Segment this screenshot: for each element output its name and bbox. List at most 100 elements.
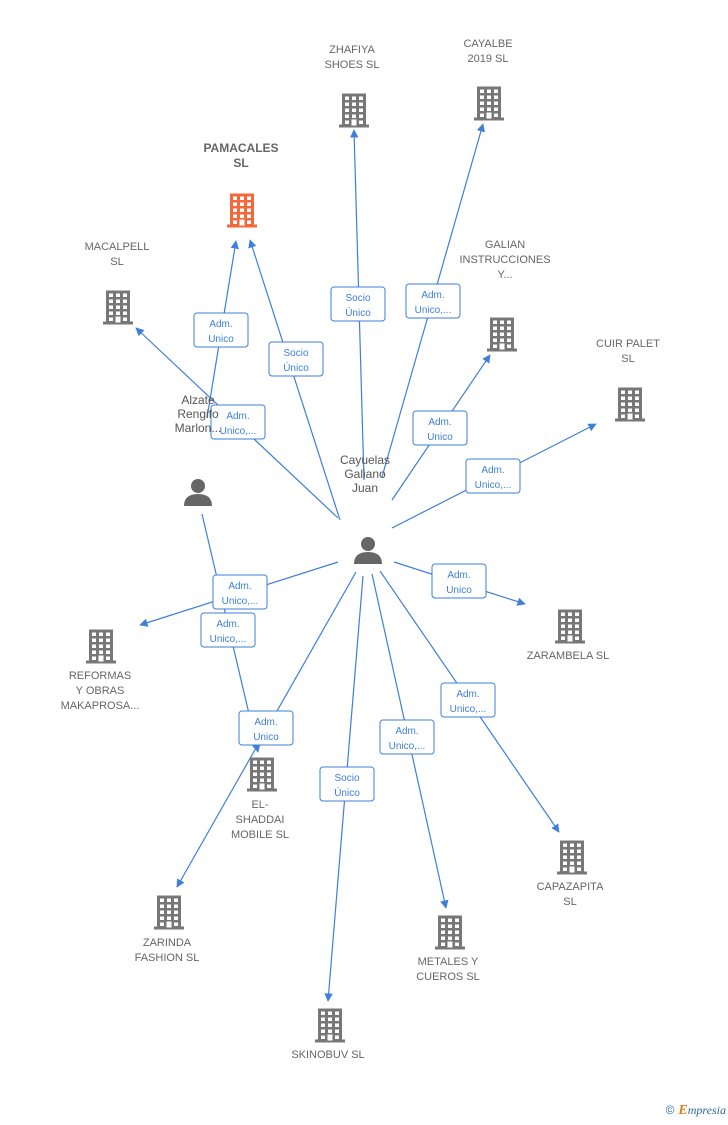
building-window — [441, 918, 445, 922]
building-window — [174, 922, 178, 926]
edge-label-text: Unico,... — [222, 596, 259, 607]
building-base — [103, 321, 133, 325]
node-label-cuirpalet: CUIR PALET — [596, 338, 660, 350]
building-icon — [474, 86, 504, 121]
edge-label-zarambela[interactable]: Adm.Unico — [431, 563, 487, 599]
building-window — [575, 624, 579, 628]
building-window — [99, 650, 103, 654]
building-window — [123, 299, 127, 303]
node-label-zarinda: ZARINDA — [143, 937, 192, 949]
building-window — [570, 855, 574, 859]
edge-label-box[interactable] — [412, 410, 468, 446]
building-window — [621, 402, 625, 406]
building-base — [615, 418, 645, 422]
edge-cayuelas-to-pamacales — [248, 239, 341, 521]
edge-label-box[interactable] — [193, 312, 249, 348]
building-window — [448, 936, 452, 940]
edge-label-box[interactable] — [268, 341, 324, 377]
building-window — [92, 656, 96, 660]
building-window — [260, 778, 264, 782]
edge-label-box[interactable] — [379, 719, 435, 755]
building-base — [474, 117, 504, 121]
edge-label-text: Unico — [446, 585, 472, 596]
building-window — [335, 1035, 339, 1039]
node-zarambela[interactable]: ZARAMBELA SL — [527, 609, 610, 663]
edge-label-box[interactable] — [465, 458, 521, 494]
building-window — [494, 101, 498, 105]
building-window — [92, 632, 96, 636]
building-window — [352, 108, 356, 112]
edge-label-text: Único — [334, 786, 360, 799]
building-window — [267, 760, 271, 764]
edge-label-zarinda[interactable]: Adm.Unico — [238, 710, 294, 746]
edge-label-box[interactable] — [200, 612, 256, 648]
building-window — [92, 650, 96, 654]
building-door — [98, 655, 104, 662]
building-window — [493, 326, 497, 330]
building-window — [570, 861, 574, 865]
edge-label-metales[interactable]: Adm.Unico,... — [379, 719, 435, 755]
building-window — [123, 293, 127, 297]
edge-label-pamacales[interactable]: Adm.Unico — [193, 312, 249, 348]
edge-label-reformas[interactable]: Adm.Unico,... — [212, 574, 268, 610]
node-zarinda[interactable]: ZARINDA FASHION SL — [135, 895, 200, 965]
edge-label-galian[interactable]: Adm.Unico — [412, 410, 468, 446]
edge-label-capazapita[interactable]: Adm.Unico,... — [440, 682, 496, 718]
node-label-cayuelas: Juan — [352, 481, 378, 495]
building-window — [561, 612, 565, 616]
building-window — [345, 108, 349, 112]
edge-label-box[interactable] — [212, 574, 268, 610]
edge-label-box[interactable] — [405, 283, 461, 319]
building-base — [555, 640, 585, 644]
node-label-capazapita: CAPAZAPITA — [537, 881, 604, 893]
building-window — [352, 96, 356, 100]
edge-label-elshaddai[interactable]: Adm.Unico,... — [200, 612, 256, 648]
footer-brand[interactable]: ©Empresia — [666, 1103, 726, 1119]
edge-label-text: Adm. — [395, 726, 418, 737]
building-door — [567, 635, 573, 642]
building-window — [480, 113, 484, 117]
node-label-zarinda: FASHION SL — [135, 952, 200, 964]
building-base — [154, 926, 184, 930]
node-skinobuv[interactable]: SKINOBUV SL — [291, 1008, 365, 1062]
edge-label-box[interactable] — [440, 682, 496, 718]
edge-label-cayalbe[interactable]: Adm.Unico,... — [405, 283, 461, 319]
edge-label-box[interactable] — [330, 286, 386, 322]
edge-label-box[interactable] — [319, 766, 375, 802]
edge-label-cuirpalet[interactable]: Adm.Unico,... — [465, 458, 521, 494]
edge-label-box[interactable] — [238, 710, 294, 746]
building-window — [167, 910, 171, 914]
building-window — [109, 317, 113, 321]
node-galian[interactable]: GALIANINSTRUCCIONESY... — [459, 239, 551, 352]
edge-label-macalpell[interactable]: Adm.Unico,... — [210, 404, 266, 440]
building-window — [240, 208, 244, 212]
node-alzate[interactable]: AlzateRengifoMarlon... — [175, 393, 222, 506]
edge-label-box[interactable] — [210, 404, 266, 440]
building-window — [359, 114, 363, 118]
edge-label-text: Unico,... — [475, 480, 512, 491]
building-door — [569, 866, 575, 873]
building-door — [259, 783, 265, 790]
building-window — [500, 320, 504, 324]
building-window — [106, 656, 110, 660]
building-window — [577, 843, 581, 847]
building-window — [568, 624, 572, 628]
building-window — [563, 861, 567, 865]
edge-label-box[interactable] — [431, 563, 487, 599]
building-window — [494, 113, 498, 117]
